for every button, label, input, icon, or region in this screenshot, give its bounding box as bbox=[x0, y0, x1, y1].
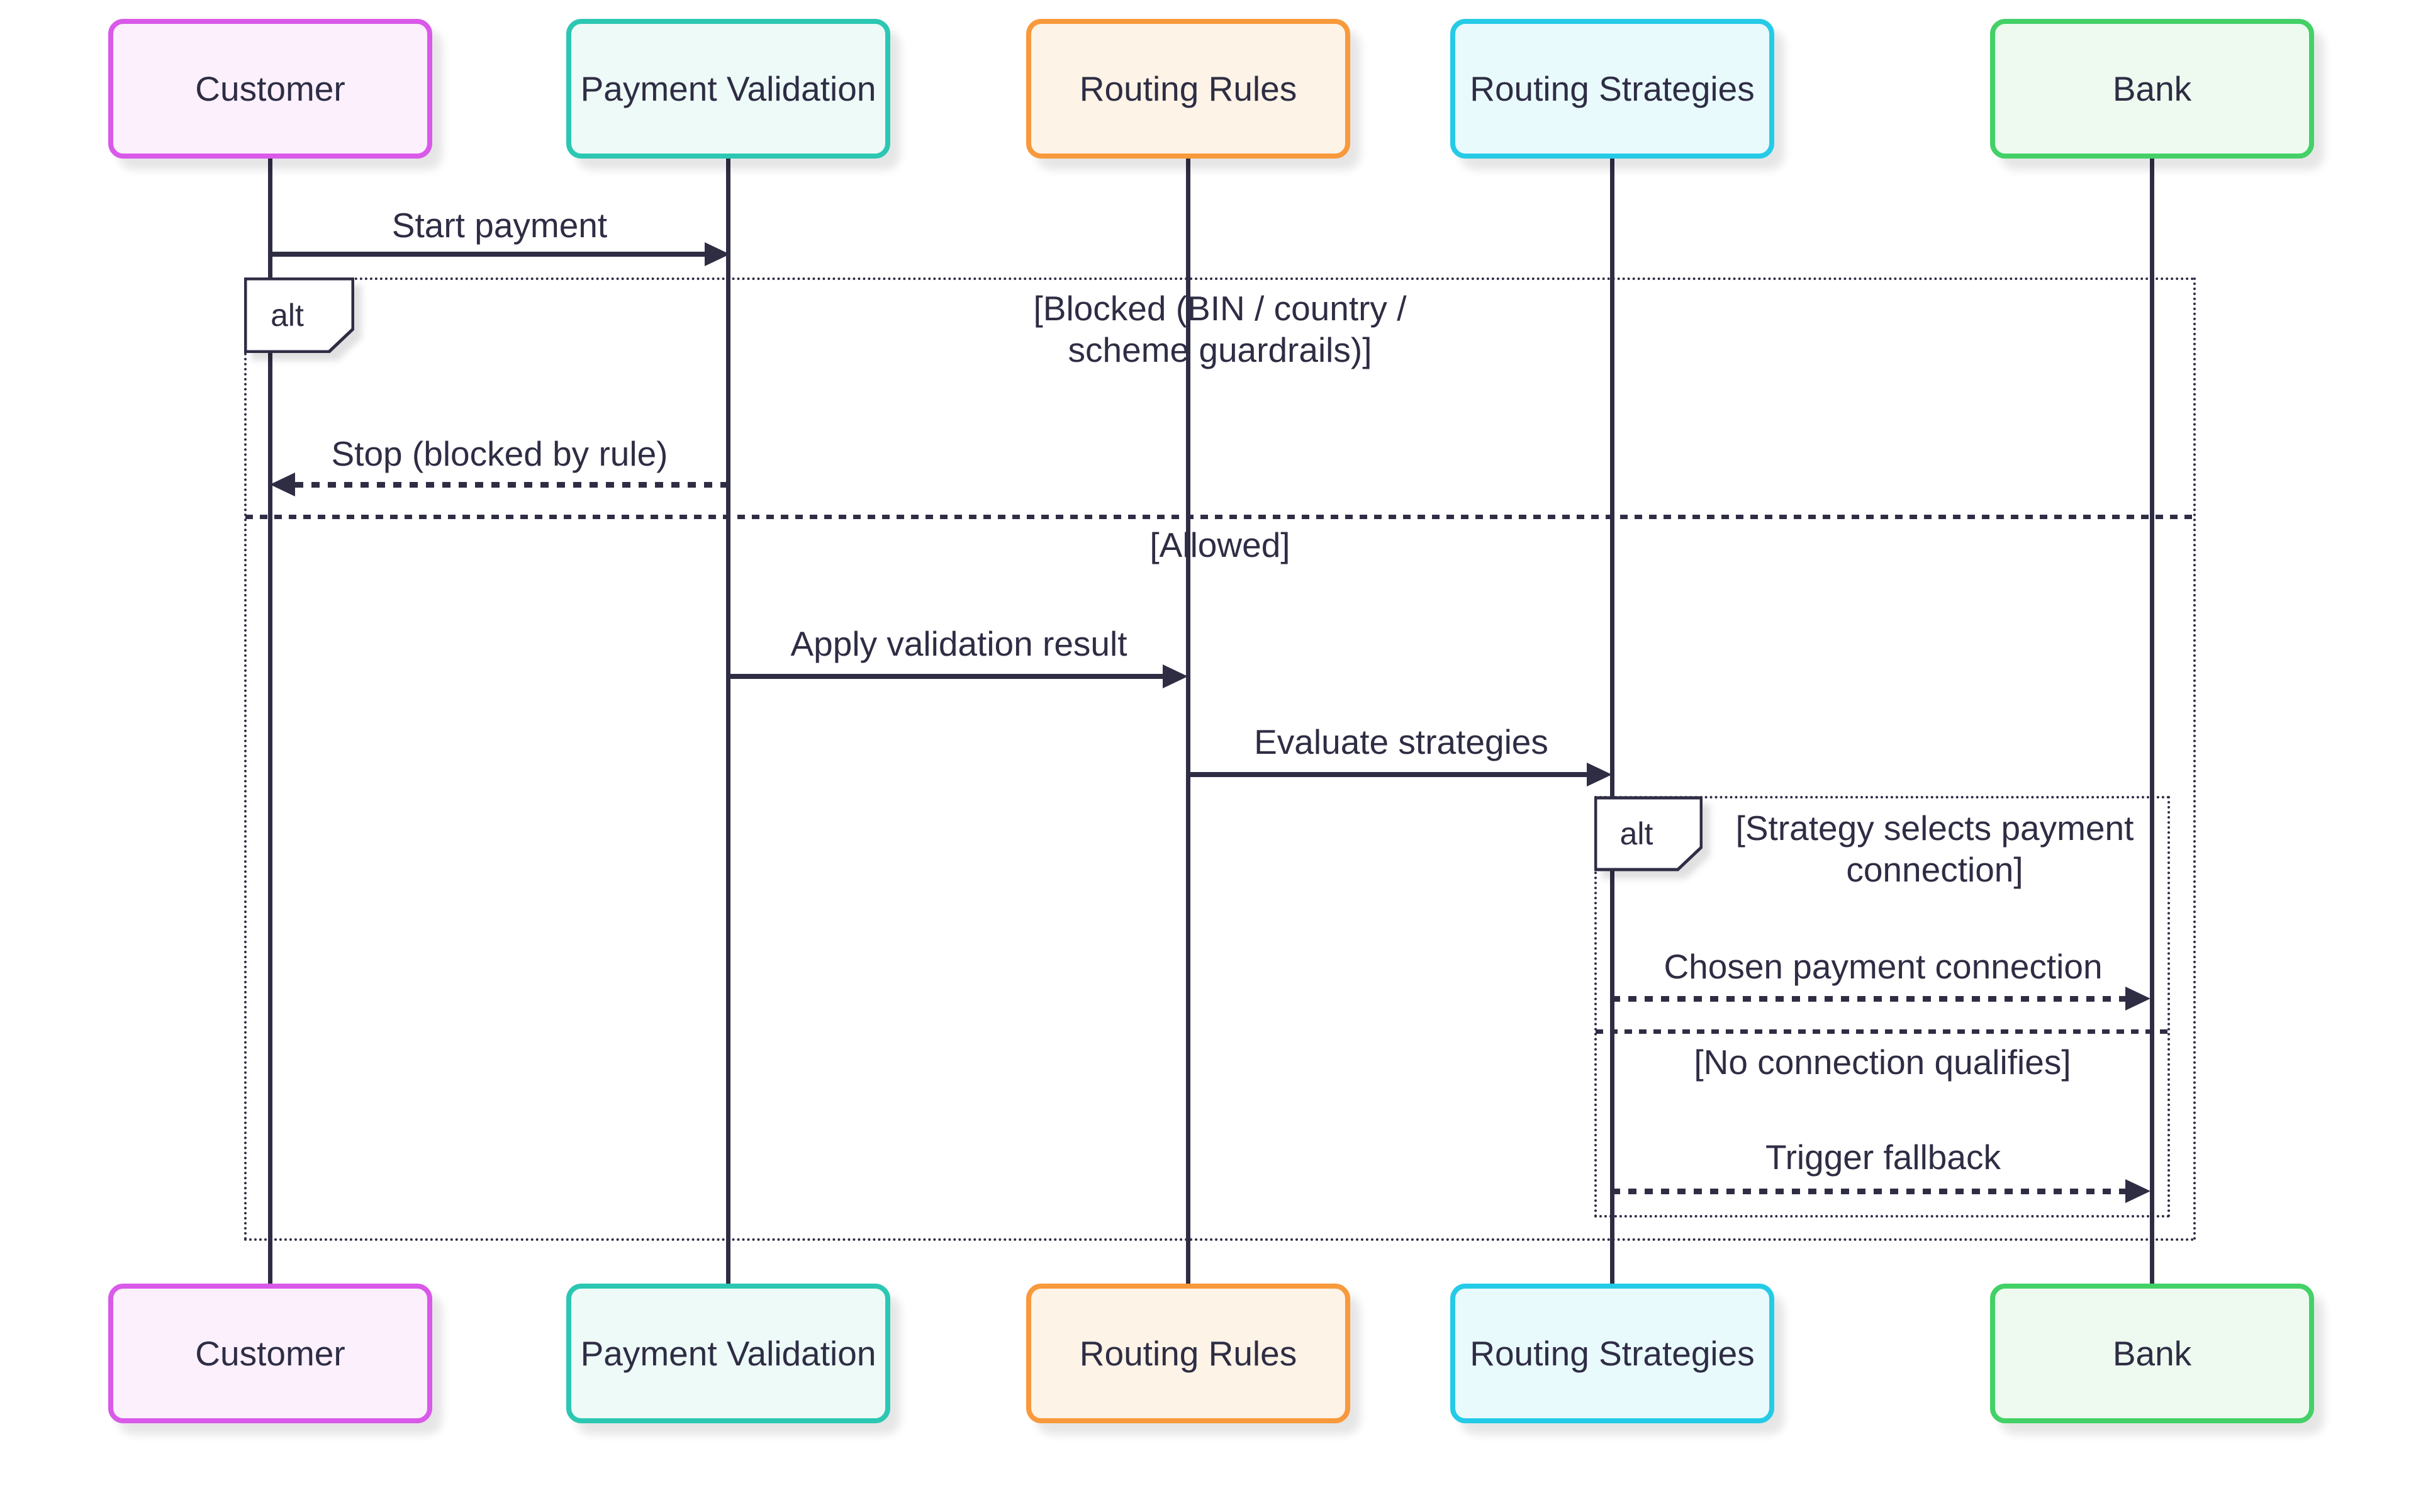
actor-routing-rules-bottom: Routing Rules bbox=[1026, 1284, 1350, 1423]
alt-else-label-inner: [No connection qualifies] bbox=[1694, 1043, 2071, 1082]
actor-label-payment-validation: Payment Validation bbox=[580, 1334, 876, 1373]
alt-label-shape bbox=[1594, 796, 1703, 871]
alt-frame-outer-else-divider bbox=[245, 515, 2195, 519]
actor-label-customer: Customer bbox=[195, 1334, 345, 1373]
lifeline-customer bbox=[268, 159, 272, 1284]
arrowhead-right-icon bbox=[2125, 1179, 2150, 1203]
message-label-apply-validation: Apply validation result bbox=[790, 624, 1127, 663]
message-line bbox=[295, 482, 727, 488]
arrowhead-right-icon bbox=[705, 242, 730, 266]
lifeline-bank bbox=[2150, 159, 2154, 1284]
arrowhead-right-icon bbox=[1163, 664, 1188, 688]
alt-condition-outer-line2: scheme guardrails)] bbox=[1068, 330, 1372, 369]
actor-label-routing-rules: Routing Rules bbox=[1079, 69, 1297, 108]
actor-label-routing-strategies: Routing Strategies bbox=[1470, 1334, 1755, 1373]
actor-label-routing-rules: Routing Rules bbox=[1079, 1334, 1297, 1373]
actor-routing-strategies-bottom: Routing Strategies bbox=[1450, 1284, 1774, 1423]
alt-frame-outer bbox=[244, 277, 2196, 1241]
alt-condition-inner-line1: [Strategy selects payment bbox=[1735, 809, 2134, 848]
alt-frame-inner bbox=[1594, 796, 2170, 1218]
actor-payment-validation-bottom: Payment Validation bbox=[566, 1284, 890, 1423]
alt-keyword: alt bbox=[1619, 816, 1653, 851]
message-label-chosen-connection: Chosen payment connection bbox=[1664, 947, 2103, 986]
actor-bank-bottom: Bank bbox=[1990, 1284, 2314, 1423]
message-label-evaluate-strategies: Evaluate strategies bbox=[1254, 722, 1548, 761]
arrowhead-right-icon bbox=[1587, 763, 1612, 787]
actor-label-bank: Bank bbox=[2112, 69, 2192, 108]
actor-routing-rules-top: Routing Rules bbox=[1026, 19, 1350, 159]
message-label-stop-blocked: Stop (blocked by rule) bbox=[331, 434, 668, 473]
alt-condition-inner: [Strategy selects payment connection] bbox=[1714, 807, 2155, 890]
alt-condition-inner-line2: connection] bbox=[1846, 850, 2023, 889]
alt-label-shape bbox=[244, 277, 354, 353]
message-line bbox=[1612, 996, 2128, 1002]
lifeline-payment-validation bbox=[726, 159, 730, 1284]
actor-customer-top: Customer bbox=[108, 19, 432, 159]
alt-condition-outer-line1: [Blocked (BIN / country / bbox=[1033, 289, 1407, 328]
alt-keyword: alt bbox=[271, 298, 304, 333]
actor-customer-bottom: Customer bbox=[108, 1284, 432, 1423]
message-line bbox=[1188, 772, 1589, 777]
actor-label-customer: Customer bbox=[195, 69, 345, 108]
actor-label-routing-strategies: Routing Strategies bbox=[1470, 69, 1755, 108]
message-line bbox=[1612, 1189, 2128, 1194]
actor-routing-strategies-top: Routing Strategies bbox=[1450, 19, 1774, 159]
actor-label-bank: Bank bbox=[2112, 1334, 2192, 1373]
message-line bbox=[728, 674, 1165, 679]
alt-operator-label-inner: alt bbox=[1594, 796, 1703, 871]
arrowhead-right-icon bbox=[2125, 987, 2150, 1011]
alt-condition-outer: [Blocked (BIN / country / scheme guardra… bbox=[748, 288, 1692, 371]
alt-operator-label-outer: alt bbox=[244, 277, 354, 353]
actor-bank-top: Bank bbox=[1990, 19, 2314, 159]
alt-else-label-outer: [Allowed] bbox=[1149, 525, 1290, 564]
lifeline-routing-strategies bbox=[1610, 159, 1614, 1284]
message-label-trigger-fallback: Trigger fallback bbox=[1765, 1138, 2001, 1177]
message-line bbox=[270, 252, 708, 257]
alt-frame-inner-else-divider bbox=[1596, 1029, 2169, 1034]
message-label-start-payment: Start payment bbox=[391, 206, 608, 245]
actor-payment-validation-top: Payment Validation bbox=[566, 19, 890, 159]
actor-label-payment-validation: Payment Validation bbox=[580, 69, 876, 108]
arrowhead-left-icon bbox=[270, 473, 295, 496]
lifeline-routing-rules bbox=[1186, 159, 1190, 1284]
